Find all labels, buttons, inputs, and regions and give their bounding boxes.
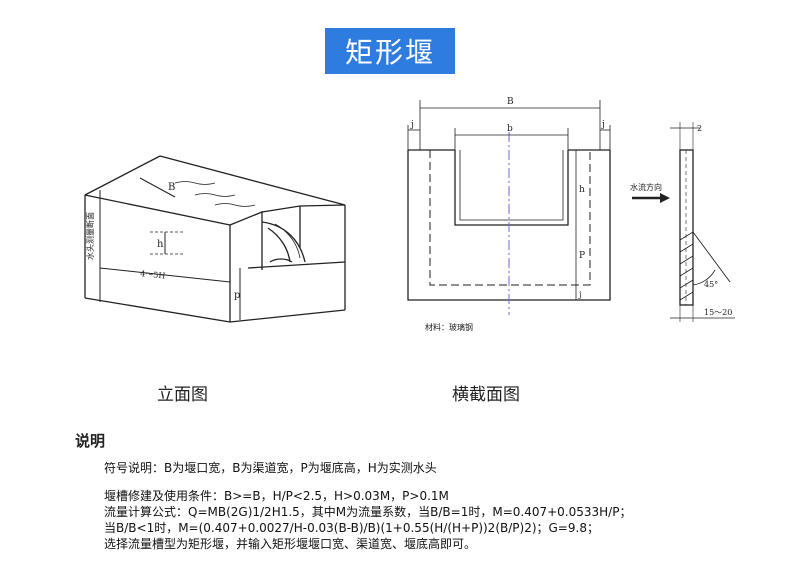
cross-section-view <box>407 100 611 315</box>
side-label-top: 2 <box>697 124 702 133</box>
page-title: 矩形堰 <box>325 28 455 74</box>
water-nappe-inner <box>267 227 291 263</box>
side-label-bottom: 15～20 <box>704 308 732 317</box>
cross-label-j-right: j <box>601 120 605 130</box>
notes-line-conditions: 堰槽修建及使用条件：B>=B，H/P<2.5，H>0.03M，P>0.1M <box>104 489 449 503</box>
elevation-length-dim <box>99 267 231 283</box>
notes-heading: 说明 <box>75 432 106 450</box>
elevation-label-B: B <box>168 182 175 193</box>
elevation-front-top-edge <box>84 194 231 226</box>
elevation-label-p: p <box>234 290 240 301</box>
weir-top-edge <box>261 204 346 213</box>
side-label-angle: 45° <box>704 280 718 289</box>
cross-label-j-bottom: j <box>578 290 581 299</box>
cross-label-b: b <box>507 124 513 134</box>
elevation-B-arrow <box>139 177 176 198</box>
side-angle-arc <box>692 269 716 286</box>
cross-label-p: P <box>579 251 585 261</box>
side-view <box>670 122 735 322</box>
water-splash <box>269 258 293 263</box>
flow-direction-arrow-icon <box>632 193 670 203</box>
notes-line-symbols: 符号说明：B为堰口宽，B为渠道宽，P为堰底高，H为实测水头 <box>104 461 437 475</box>
side-hatching <box>679 231 694 301</box>
elevation-caption: 立面图 <box>157 385 208 405</box>
side-label-flow: 水流方向 <box>630 182 662 192</box>
elevation-label-vertical: 水头测量断面 <box>85 212 95 260</box>
cross-label-B: B <box>507 97 514 107</box>
elevation-label-dim: 4～5H <box>140 269 166 281</box>
water-ripple-2 <box>194 193 236 197</box>
notes-line-selection: 选择流量槽型为矩形堰，并输入矩形堰堰口宽、渠道宽、堰底高即可。 <box>104 537 477 551</box>
elevation-right-bottom <box>229 309 346 323</box>
cross-label-material: 材料：玻璃钢 <box>425 322 473 332</box>
elevation-left-back-edge <box>84 155 161 196</box>
cross-notch-inner <box>459 150 564 221</box>
cross-section-caption: 横截面图 <box>452 385 520 405</box>
elevation-top-edge <box>159 155 346 206</box>
water-ripple-1 <box>174 181 216 185</box>
elevation-label-h: h <box>157 239 164 250</box>
water-ripple-3 <box>214 203 256 207</box>
elevation-bottom-edge <box>84 297 231 323</box>
water-nappe-outer <box>261 221 306 263</box>
side-bevel-line <box>692 231 731 283</box>
cross-channel-dashed <box>429 150 591 286</box>
cross-notch <box>454 150 569 226</box>
weir-left-edge <box>229 211 263 270</box>
water-nappe-mid <box>274 223 301 259</box>
elevation-base-line <box>247 261 346 269</box>
cross-label-j-left: j <box>410 120 414 130</box>
notes-line-formula: 流量计算公式：Q=MB(2G)1/2H1.5，其中M为流量系数，当B/B=1时，… <box>104 505 632 519</box>
side-plate <box>679 149 694 306</box>
elevation-view <box>84 155 346 323</box>
cross-label-h: h <box>579 185 585 195</box>
notes-line-formula-cont: 当B/B<1时，M=(0.407+0.0027/H-0.03(B-B)/B)(1… <box>104 521 599 535</box>
